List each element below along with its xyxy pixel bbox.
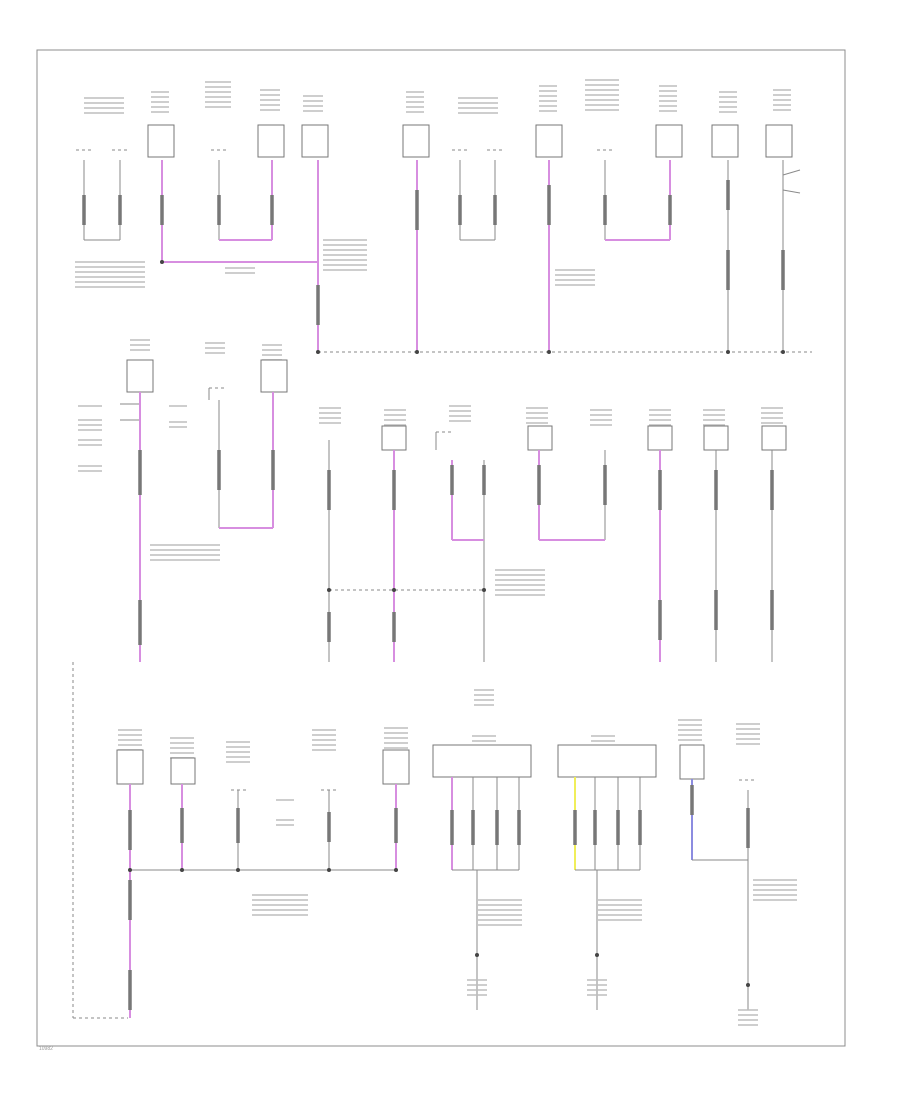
connector-box: [402, 124, 430, 158]
connector-box: [655, 124, 683, 158]
splice-dot: [392, 588, 396, 592]
connector-box: [703, 425, 729, 451]
splice-dot: [726, 350, 730, 354]
splice-dot: [394, 868, 398, 872]
connector-box: [116, 749, 144, 785]
connector-box: [170, 757, 196, 785]
connector-box: [527, 425, 553, 451]
connector-box: [765, 124, 793, 158]
connector-box: [761, 425, 787, 451]
splice-dot: [327, 868, 331, 872]
connector-box: [301, 124, 329, 158]
connector-box: [260, 359, 288, 393]
connector-box: [432, 744, 532, 778]
connector-box: [679, 744, 705, 780]
connector-box: [382, 749, 410, 785]
connector-box: [535, 124, 563, 158]
splice-dot: [475, 953, 479, 957]
splice-dot: [180, 868, 184, 872]
connector-box: [126, 359, 154, 393]
splice-dot: [327, 588, 331, 592]
connector-box: [147, 124, 175, 158]
splice-dot: [781, 350, 785, 354]
splice-dot: [236, 868, 240, 872]
splice-dot: [316, 350, 320, 354]
splice-dot: [128, 868, 132, 872]
connector-box: [257, 124, 285, 158]
splice-dot: [482, 588, 486, 592]
splice-dot: [160, 260, 164, 264]
splice-dot: [547, 350, 551, 354]
splice-dot: [415, 350, 419, 354]
wire: [782, 189, 801, 194]
connector-box: [557, 744, 657, 778]
connector-box: [381, 425, 407, 451]
diagram-frame: [36, 49, 846, 1047]
connector-box: [711, 124, 739, 158]
connector-box: [647, 425, 673, 451]
footer-code: 10982: [39, 1046, 53, 1052]
wire: [782, 169, 801, 176]
splice-dot: [746, 983, 750, 987]
splice-dot: [595, 953, 599, 957]
